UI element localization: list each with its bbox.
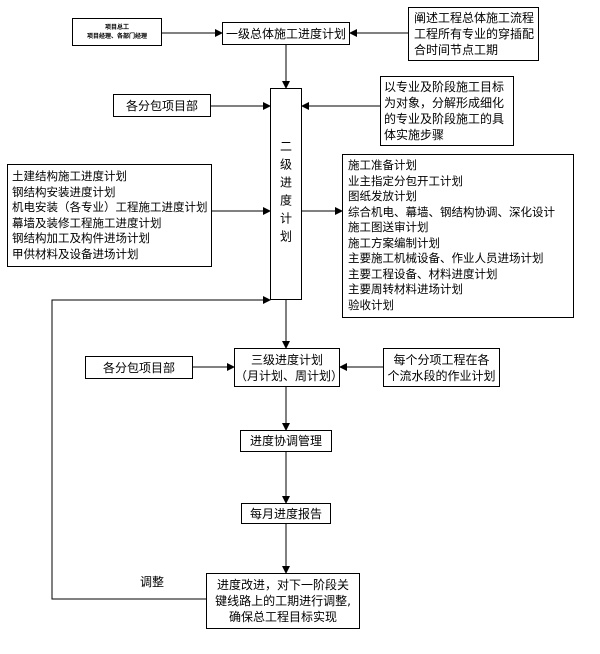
subcontract-box-1: 各分包项目部 — [113, 94, 211, 117]
level1-plan-box: 一级总体施工进度计划 — [222, 22, 350, 45]
level1-plan-label: 一级总体施工进度计划 — [225, 26, 346, 41]
right-list-item: 主要工程设备、材料进度计划 — [348, 266, 498, 281]
management-box: 项目总工 项目经理、各部门经理 — [72, 18, 162, 46]
level2-plan-label: 二级进度计划 — [278, 140, 293, 248]
level3-desc-box: 每个分项工程在各 个流水段的作业计划 — [383, 348, 500, 387]
level2-desc-line-3: 的专业及阶段施工的具 — [384, 112, 505, 126]
level3-desc-line-1: 每个分项工程在各 — [393, 352, 490, 367]
level2-desc-line-1: 以专业及阶段施工目标 — [384, 80, 505, 94]
management-line-2: 项目经理、各部门经理 — [86, 33, 147, 40]
right-list-item: 业主指定分包开工计划 — [348, 173, 463, 188]
right-list-item: 综合机电、幕墙、钢结构协调、深化设计 — [348, 204, 555, 219]
left-list-item: 钢结构加工及构件进场计划 — [12, 231, 150, 245]
left-list-item: 土建结构施工进度计划 — [12, 169, 127, 183]
level3-plan-sublabel: （月计划、周计划） — [235, 368, 344, 383]
level2-right-list: 施工准备计划 业主指定分包开工计划 图纸发放计划 综合机电、幕墙、钢结构协调、深… — [342, 154, 574, 318]
level2-desc-line-4: 体实施步骤 — [384, 128, 445, 142]
monthly-report-box: 每月进度报告 — [241, 503, 331, 524]
level2-plan-box: 二级进度计划 — [270, 88, 302, 300]
level2-left-list: 土建结构施工进度计划 钢结构安装进度计划 机电安装（各专业）工程施工进度计划 幕… — [7, 164, 212, 267]
right-list-item: 验收计划 — [348, 297, 394, 312]
level2-desc-box: 以专业及阶段施工目标 为对象，分解形成细化 的专业及阶段施工的具 体实施步骤 — [380, 76, 514, 146]
left-list-item: 甲供材料及设备进场计划 — [12, 246, 139, 261]
left-list-item: 机电安装（各专业）工程施工进度计划 — [12, 200, 208, 214]
coordination-label: 进度协调管理 — [249, 434, 322, 448]
level2-desc-line-2: 为对象，分解形成细化 — [384, 96, 505, 110]
level1-desc-line-1: 阐述工程总体施工流程 — [414, 11, 535, 25]
left-list-item: 幕墙及装修工程施工进度计划 — [12, 215, 162, 230]
right-list-item: 图纸发放计划 — [348, 189, 417, 203]
adjust-label: 调整 — [140, 575, 165, 589]
monthly-report-label: 每月进度报告 — [249, 506, 322, 521]
right-list-item: 施工准备计划 — [348, 158, 417, 172]
right-list-item: 主要施工机械设备、作业人员进场计划 — [348, 251, 544, 265]
improvement-line-3: 确保总工程目标实现 — [228, 610, 337, 624]
improvement-line-2: 键线路上的工期进行调整, — [215, 594, 351, 608]
arrow-feedback-loop — [51, 296, 271, 600]
subcontract-box-2: 各分包项目部 — [85, 356, 193, 379]
level1-desc-line-2: 工程所有专业的穿插配 — [414, 27, 535, 41]
level3-plan-box: 三级进度计划 （月计划、周计划） — [234, 348, 344, 387]
level1-desc-box: 阐述工程总体施工流程 工程所有专业的穿插配 合时间节点工期 — [408, 7, 539, 61]
subcontract-label-2: 各分包项目部 — [102, 360, 175, 375]
right-list-item: 施工图送审计划 — [348, 220, 429, 234]
coordination-box: 进度协调管理 — [240, 430, 332, 452]
right-list-item: 主要周转材料进场计划 — [348, 282, 463, 296]
level1-desc-line-3: 合时间节点工期 — [414, 43, 499, 57]
level3-desc-line-2: 个流水段的作业计划 — [387, 368, 496, 383]
management-line-1: 项目总工 — [104, 24, 129, 31]
right-list-item: 施工方案编制计划 — [348, 235, 440, 250]
left-list-item: 钢结构安装进度计划 — [12, 184, 116, 199]
improvement-box: 进度改进，对下一阶段关 键线路上的工期进行调整, 确保总工程目标实现 — [206, 573, 360, 629]
improvement-line-1: 进度改进，对下一阶段关 — [216, 578, 349, 592]
level3-plan-label: 三级进度计划 — [250, 352, 323, 367]
subcontract-label-1: 各分包项目部 — [125, 98, 198, 113]
